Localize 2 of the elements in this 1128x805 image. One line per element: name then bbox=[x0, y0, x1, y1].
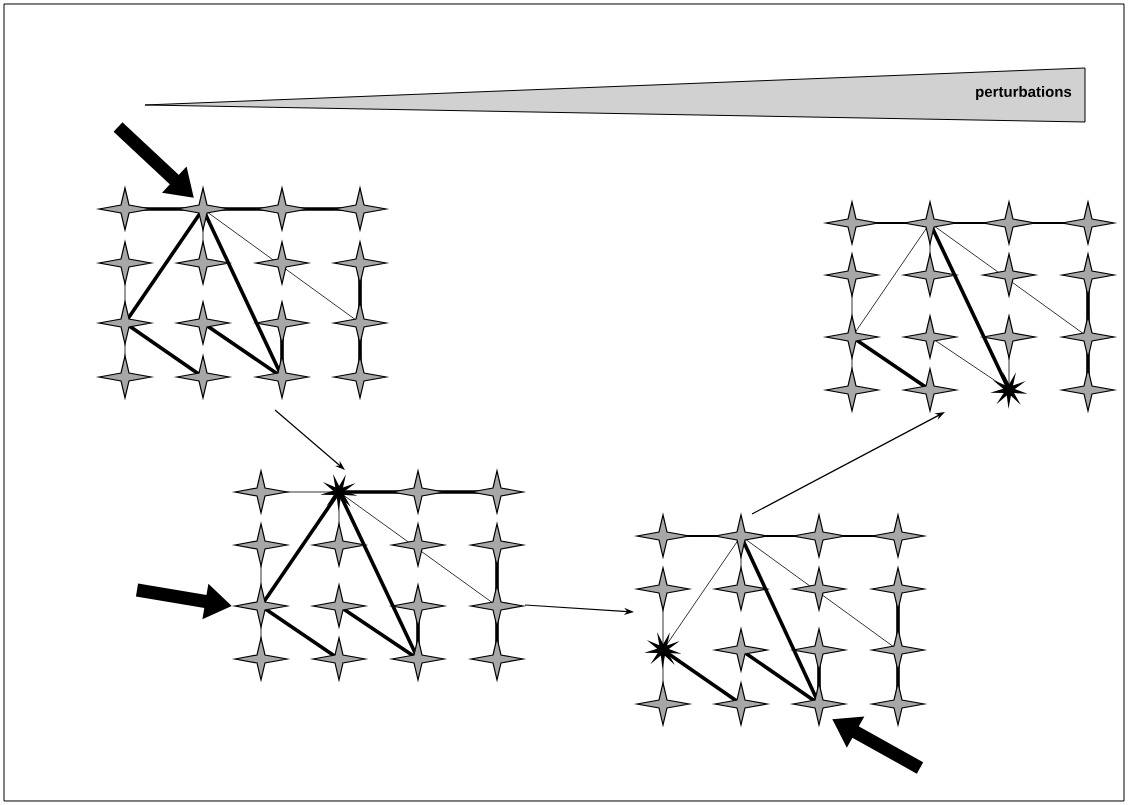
wedge-banner: perturbations bbox=[144, 67, 1086, 123]
arrow bbox=[274, 409, 345, 470]
